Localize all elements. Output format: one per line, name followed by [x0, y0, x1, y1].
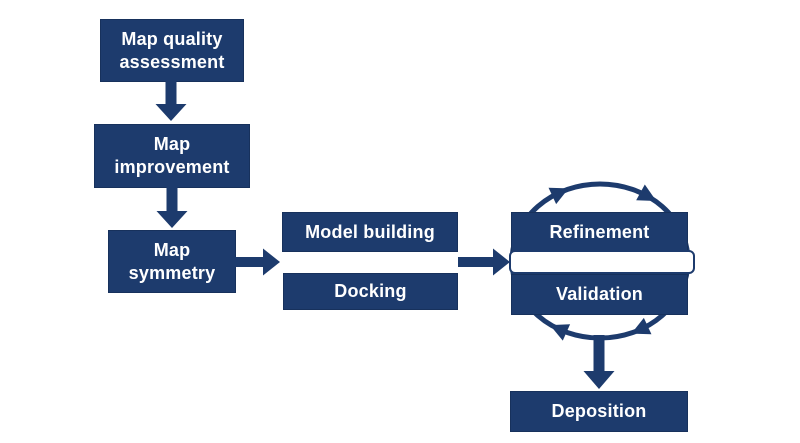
node-label: Deposition: [551, 401, 647, 421]
node-label: Model building: [305, 221, 435, 242]
cycle-gap-bar: [509, 250, 695, 274]
node-map-quality-assessment: Map quality assessment: [100, 19, 244, 82]
node-map-improvement: Map improvement: [94, 124, 250, 188]
node-model-building: Model building: [282, 212, 458, 252]
node-map-symmetry: Map symmetry: [108, 230, 236, 293]
node-label: Validation: [555, 284, 644, 304]
node-deposition: Deposition: [510, 391, 688, 432]
node-docking: Docking: [283, 273, 458, 310]
node-label: Map improvement: [114, 134, 230, 177]
node-validation: Validation: [511, 274, 688, 315]
node-label: Map quality assessment: [119, 28, 225, 72]
node-label: Docking: [334, 281, 407, 301]
node-refinement: Refinement: [511, 212, 688, 252]
node-label: Refinement: [549, 221, 650, 242]
node-label: Map symmetry: [128, 239, 216, 283]
